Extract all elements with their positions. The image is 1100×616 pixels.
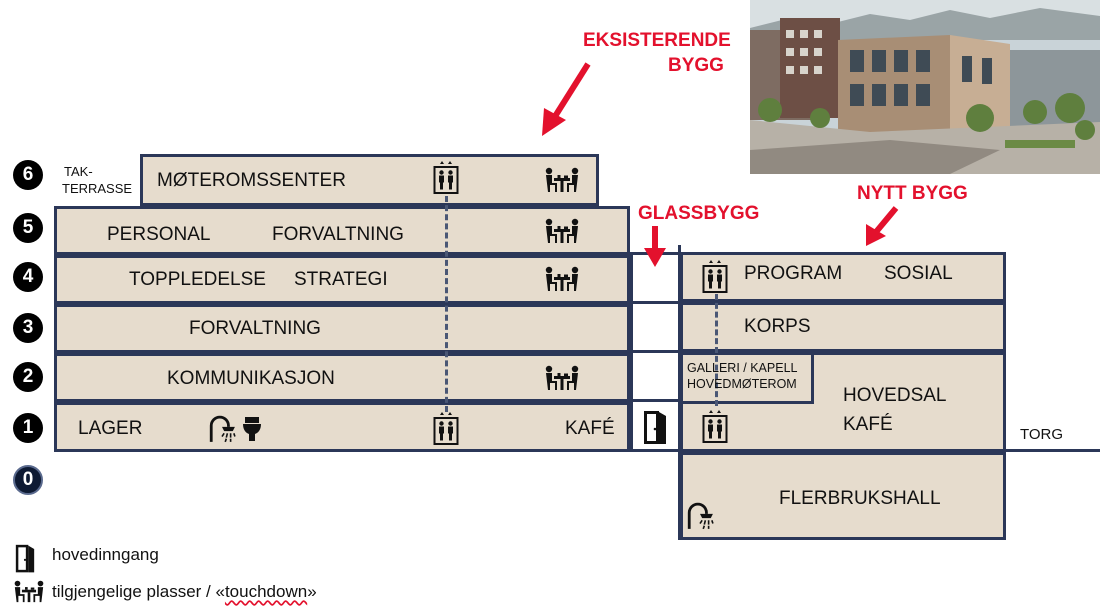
kommunikasjon-label: KOMMUNIKASJON: [167, 368, 335, 389]
legend-touchdown-prefix: tilgjengelige plasser / «: [52, 582, 225, 601]
legend-touchdown-suffix: »: [307, 582, 317, 601]
meeting-table-icon: [544, 266, 580, 292]
glassbygg-label: GLASSBYGG: [638, 203, 760, 224]
glass-line-3: [630, 301, 680, 304]
hovedsal-label: HOVEDSAL: [843, 385, 947, 406]
eksisterende-label-1: EKSISTERENDE: [583, 30, 731, 51]
kafe-left-label: KAFÉ: [565, 418, 615, 439]
arrow-glassbygg-icon: [644, 226, 666, 267]
shower-icon: [686, 502, 714, 530]
galleri-box: [680, 352, 814, 404]
glass-line-1: [630, 399, 680, 402]
legend-touchdown-word: touchdown: [224, 582, 308, 601]
floor-number-4: 4: [13, 262, 43, 292]
meeting-table-icon: [13, 580, 45, 603]
floor-1-box: [54, 402, 630, 452]
forvaltning-5-label: FORVALTNING: [272, 224, 404, 245]
nytt-bygg-label: NYTT BYGG: [857, 183, 968, 204]
building-photo: [750, 0, 1100, 174]
floor-3-box: [54, 304, 630, 353]
takterrasse-label-2: TERRASSE: [62, 181, 133, 196]
toilet-icon: [242, 416, 262, 442]
sosial-label: SOSIAL: [884, 263, 953, 284]
new-floor-3-box: [680, 302, 1006, 352]
floor-number-5: 5: [13, 213, 43, 243]
glass-bottom-line: [630, 449, 680, 452]
forvaltning-3-label: FORVALTNING: [189, 318, 321, 339]
new-floor-0-box: [680, 452, 1006, 540]
hovedmoterom-label: HOVEDMØTEROM: [687, 377, 797, 391]
door-icon: [14, 544, 36, 574]
kafe-right-label: KAFÉ: [843, 414, 893, 435]
door-icon: [642, 410, 668, 446]
arrow-eksisterende-icon: [542, 62, 591, 136]
new-left-vline: [678, 245, 681, 540]
meeting-table-icon: [544, 167, 580, 193]
eksisterende-label-2: BYGG: [668, 55, 724, 76]
strategi-label: STRATEGI: [294, 269, 388, 290]
elevator-icon: [702, 408, 728, 444]
glass-left-vline: [630, 255, 633, 451]
toppledelse-label: TOPPLEDELSE: [129, 269, 266, 290]
elevator-icon: [433, 159, 459, 195]
meeting-table-icon: [544, 365, 580, 391]
takterrasse-label-1: TAK-: [64, 164, 93, 179]
torg-ground-line: [1006, 449, 1100, 452]
floor-number-1: 1: [13, 413, 43, 443]
galleri-label: GALLERI / KAPELL: [687, 361, 798, 375]
legend-entrance-label: hovedinngang: [52, 545, 159, 564]
korps-label: KORPS: [744, 316, 811, 337]
program-label: PROGRAM: [744, 263, 843, 284]
floor-number-3: 3: [13, 313, 43, 343]
legend-touchdown-label: tilgjengelige plasser / «touchdown»: [52, 583, 317, 600]
glass-line-2: [630, 350, 680, 353]
personal-label: PERSONAL: [107, 224, 211, 245]
moteromssenter-label: MØTEROMSSENTER: [157, 170, 346, 191]
floor-6-box: [140, 154, 599, 206]
lager-label: LAGER: [78, 418, 143, 439]
flerbrukshall-label: FLERBRUKSHALL: [779, 488, 941, 509]
elevator-shaft-new: [715, 294, 718, 406]
elevator-shaft-old: [445, 196, 448, 412]
elevator-icon: [702, 258, 728, 294]
floor-number-2: 2: [13, 362, 43, 392]
floor-4-box: [54, 255, 630, 304]
elevator-icon: [433, 410, 459, 446]
floor-number-6: 6: [13, 160, 43, 190]
floor-5-box: [54, 206, 630, 255]
new-floor-4-box: [680, 252, 1006, 302]
shower-icon: [208, 415, 236, 443]
floor-number-0: 0: [13, 465, 43, 495]
torg-label: TORG: [1020, 426, 1064, 443]
arrow-nytt-bygg-icon: [866, 206, 899, 246]
meeting-table-icon: [544, 218, 580, 244]
floor-2-box: [54, 353, 630, 402]
